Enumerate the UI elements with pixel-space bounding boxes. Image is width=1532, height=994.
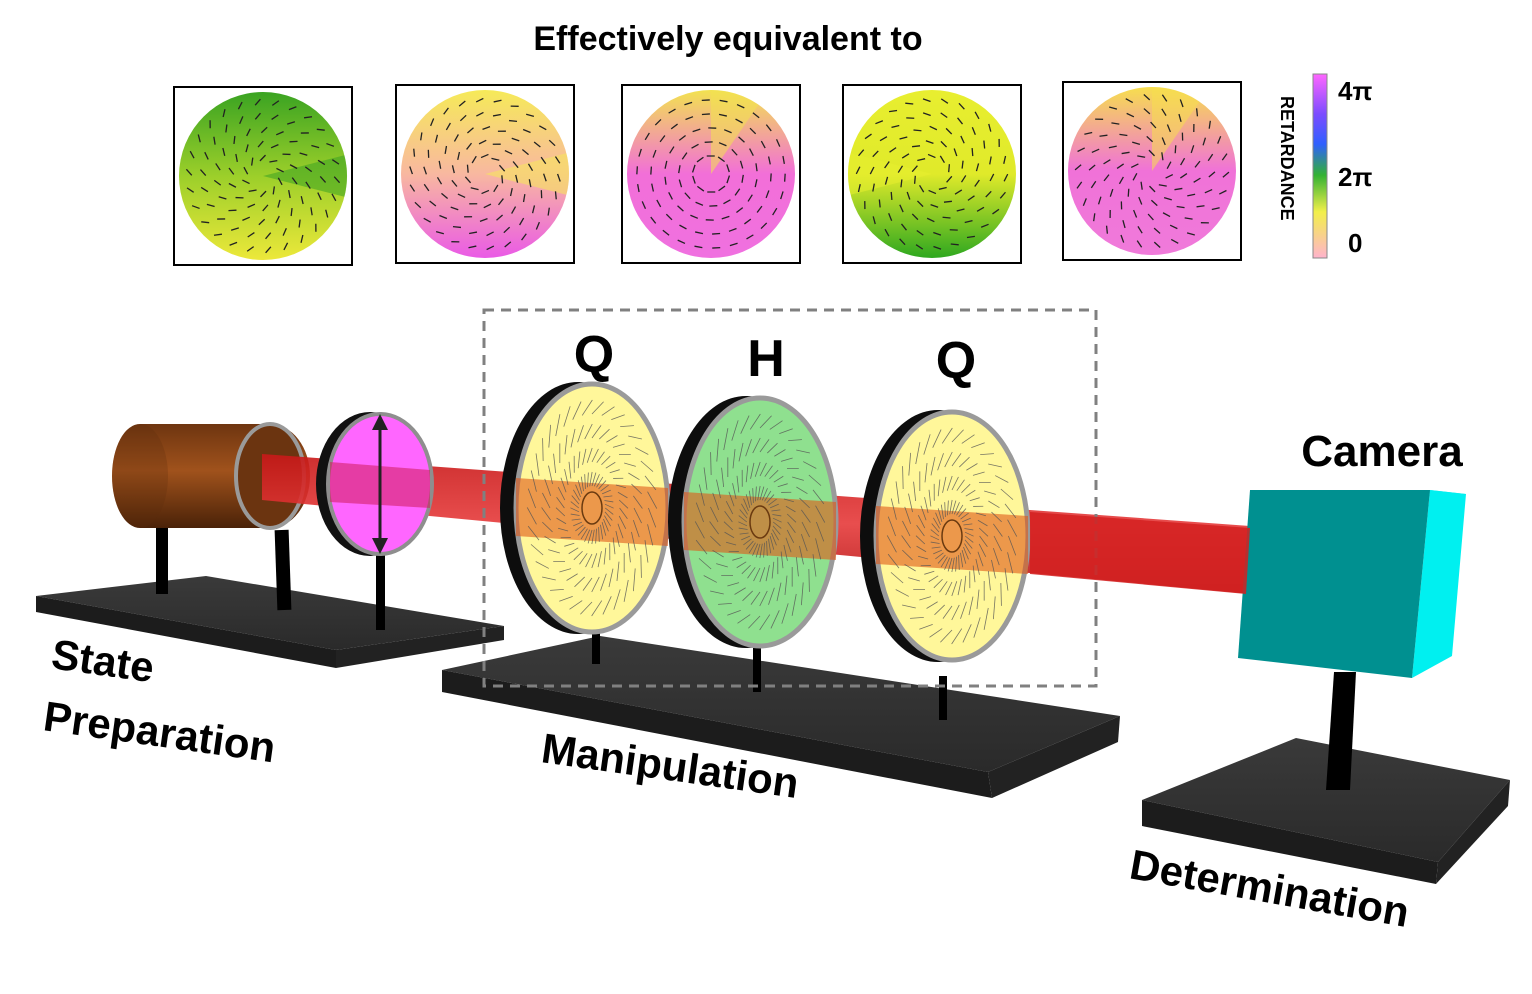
colorbar-tick-mid: 2π (1338, 162, 1372, 192)
camera-label: Camera (1301, 427, 1463, 476)
stage-label-preparation: Preparation (41, 692, 279, 771)
waveplate-3: Q (860, 332, 1031, 663)
polarizer (316, 412, 434, 556)
manipulation-box (482, 308, 1098, 688)
waveplate-label: Q (574, 326, 614, 384)
colorbar-tick-bottom: 0 (1348, 228, 1362, 258)
equivalent-panel-4 (842, 84, 1022, 264)
figure-title: Effectively equivalent to (533, 20, 922, 58)
equivalent-panels (173, 81, 1242, 266)
waveplate-label: Q (936, 332, 976, 390)
colorbar-label: RETARDANCE (1277, 96, 1297, 221)
table-manipulation (442, 636, 1120, 798)
colorbar-tick-top: 4π (1338, 76, 1372, 106)
table-determination (1142, 738, 1510, 884)
waveplate-1: Q (500, 326, 671, 635)
retardance-colorbar: RETARDANCE 4π 2π 0 (1277, 73, 1372, 259)
equivalent-panel-5 (1062, 81, 1242, 261)
waveplate-label: H (747, 330, 785, 388)
beam-exit (1030, 512, 1250, 594)
equivalent-panel-3 (621, 84, 801, 264)
equivalent-panel-2 (395, 84, 575, 264)
camera (1238, 490, 1466, 678)
equivalent-panel-1 (173, 86, 353, 266)
polarization-arrow-up-icon (372, 414, 388, 430)
camera-front (1238, 490, 1430, 678)
table-state-preparation (36, 576, 504, 668)
stage-label-state: State (49, 630, 157, 691)
polarization-arrow-down-icon (372, 538, 388, 554)
posts (156, 510, 1356, 790)
waveplate-2: H (668, 330, 839, 649)
